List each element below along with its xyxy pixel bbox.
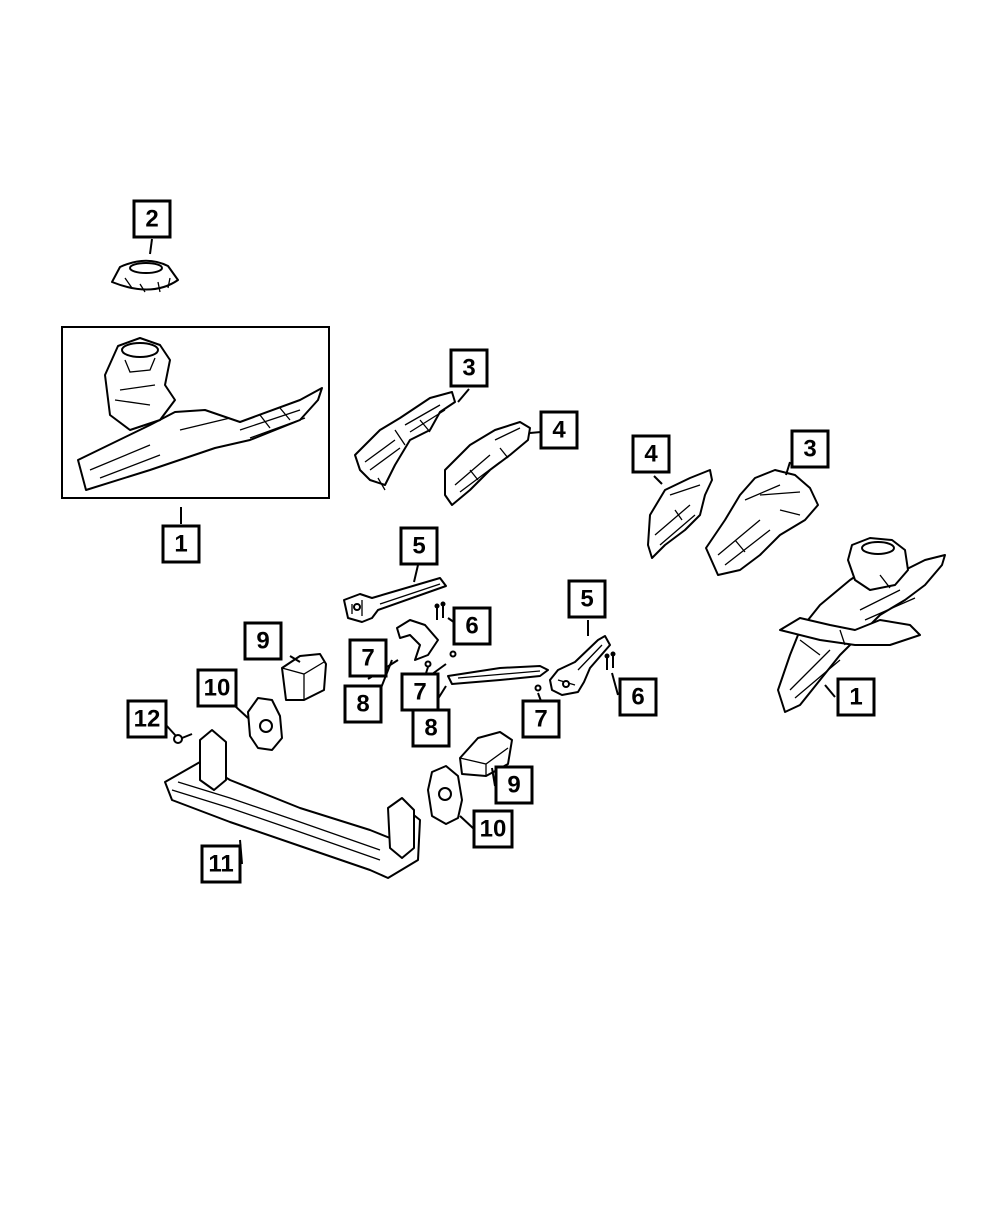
- svg-text:6: 6: [631, 684, 644, 711]
- svg-text:3: 3: [803, 436, 816, 463]
- callout-3-right: 3: [790, 429, 830, 469]
- part-strut-mount-cap: [111, 259, 179, 293]
- part-bracket-strip: [447, 665, 549, 685]
- part-bumper-beam: [164, 729, 421, 879]
- callout-1-left: 1: [161, 524, 201, 564]
- part-bolts-right: [604, 651, 616, 670]
- svg-text:12: 12: [134, 706, 161, 733]
- callout-8-b: 8: [411, 708, 451, 748]
- svg-text:6: 6: [465, 613, 478, 640]
- callout-3-left: 3: [449, 348, 489, 388]
- callout-7-b: 7: [400, 672, 440, 712]
- callout-10-right: 10: [472, 809, 514, 849]
- part-crush-can-right: [549, 635, 611, 696]
- svg-text:7: 7: [413, 679, 426, 706]
- svg-text:2: 2: [145, 206, 158, 233]
- svg-text:8: 8: [356, 691, 369, 718]
- svg-text:8: 8: [424, 715, 437, 742]
- callout-4-right: 4: [631, 434, 671, 474]
- part-crush-can-left: [343, 577, 447, 623]
- part-apron-rail-left: [354, 391, 456, 491]
- part-bolt-12: [173, 733, 193, 744]
- part-inner-rail-left: [444, 421, 531, 506]
- callout-7-c: 7: [521, 699, 561, 739]
- callout-5-left: 5: [399, 526, 439, 566]
- part-plate-right: [427, 765, 463, 825]
- inset-frame-box: [61, 326, 330, 499]
- svg-text:7: 7: [534, 706, 547, 733]
- part-frame-rail-assembly-right: [777, 537, 946, 713]
- callout-10-left: 10: [196, 668, 238, 708]
- svg-text:10: 10: [204, 675, 231, 702]
- svg-text:4: 4: [644, 441, 658, 468]
- part-bolts-left: [434, 601, 446, 620]
- callout-11: 11: [200, 844, 242, 884]
- callout-6-right: 6: [618, 677, 658, 717]
- part-frame-rail-assembly-left: [77, 337, 323, 491]
- svg-text:11: 11: [208, 851, 233, 878]
- svg-text:3: 3: [462, 355, 475, 382]
- part-mount-box-right: [459, 731, 513, 777]
- part-mount-box-left: [281, 653, 327, 701]
- part-nuts: [424, 650, 542, 692]
- callout-9-right: 9: [494, 765, 534, 805]
- callout-12: 12: [126, 699, 168, 739]
- callout-6-left: 6: [452, 606, 492, 646]
- callout-5-right: 5: [567, 579, 607, 619]
- svg-text:9: 9: [507, 772, 520, 799]
- svg-text:4: 4: [552, 417, 566, 444]
- callout-2: 2: [132, 199, 172, 239]
- svg-text:1: 1: [849, 684, 862, 711]
- callout-1-right: 1: [836, 677, 876, 717]
- svg-text:10: 10: [480, 816, 507, 843]
- svg-text:5: 5: [580, 586, 593, 613]
- svg-text:1: 1: [174, 531, 187, 558]
- part-plate-left: [247, 697, 283, 751]
- part-inner-rail-right: [647, 469, 713, 559]
- part-apron-rail-right: [705, 469, 819, 576]
- svg-text:9: 9: [256, 628, 269, 655]
- callout-8-a: 8: [343, 684, 383, 724]
- callout-9-left: 9: [243, 621, 283, 661]
- svg-text:7: 7: [361, 645, 374, 672]
- svg-text:5: 5: [412, 533, 425, 560]
- callout-4-left: 4: [539, 410, 579, 450]
- callout-7-a: 7: [348, 638, 388, 678]
- part-bracket-curved: [396, 619, 439, 661]
